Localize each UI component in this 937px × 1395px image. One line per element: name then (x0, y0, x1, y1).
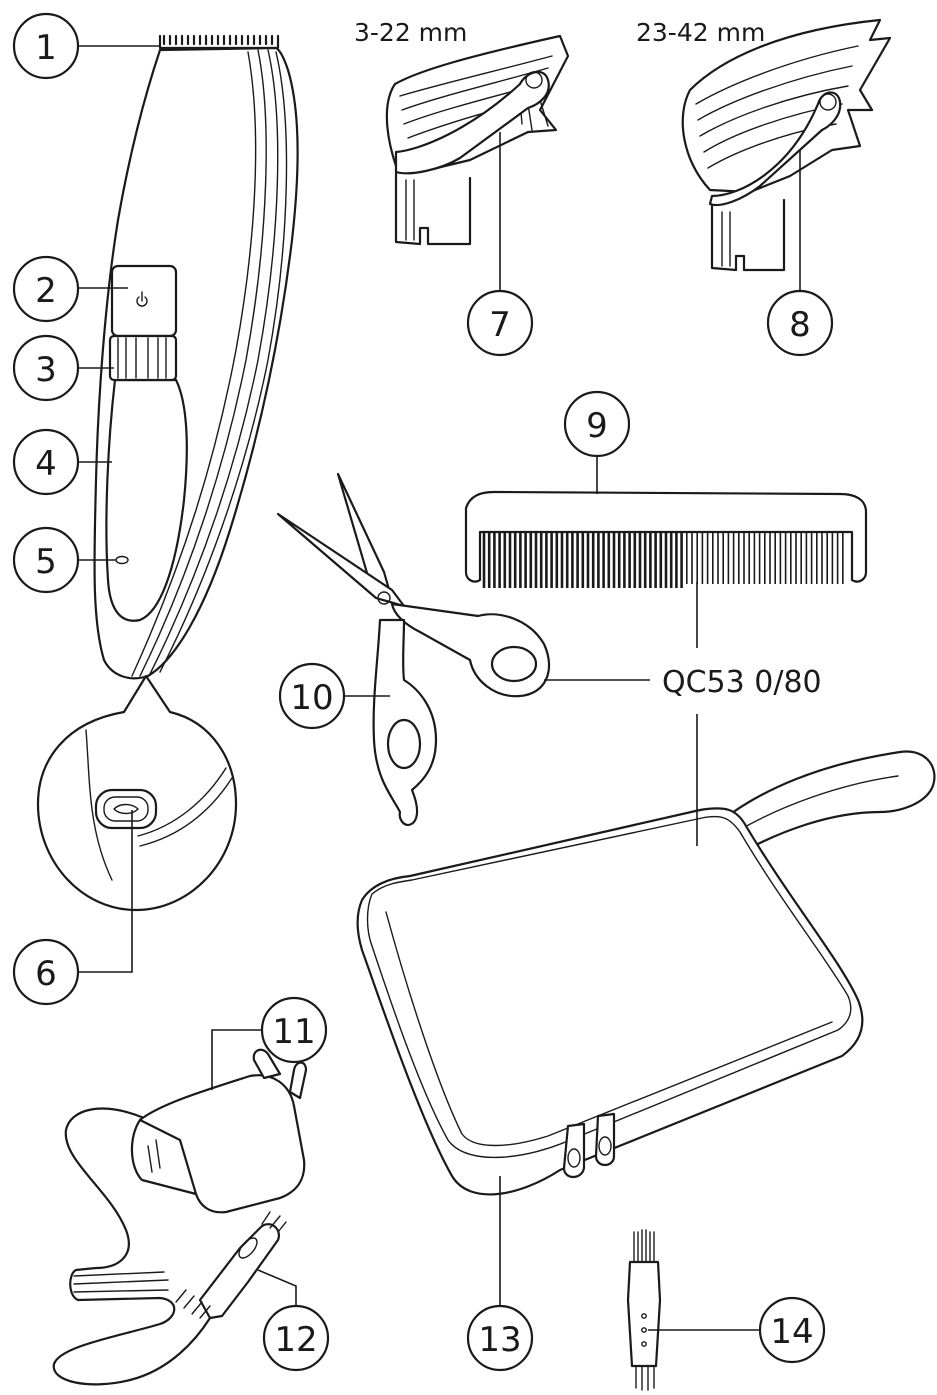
callout-3: 3 (12, 334, 80, 402)
svg-text:10: 10 (290, 678, 333, 718)
callout-2: 2 (12, 255, 80, 323)
svg-text:3: 3 (35, 350, 57, 390)
callout-7: 7 (466, 289, 534, 357)
cleaning-brush (626, 1229, 662, 1391)
clipper-blade (158, 34, 280, 50)
callout-14: 14 (758, 1296, 826, 1364)
callout-1: 1 (12, 12, 80, 80)
large-comb-range-label: 23-42 mm (636, 18, 765, 47)
callout-13: 13 (466, 1304, 534, 1372)
clipper-front-panel (105, 378, 188, 622)
hair-length-comb-small (385, 34, 570, 246)
callout-8: 8 (766, 289, 834, 357)
hair-length-comb-large (681, 18, 892, 272)
callout-11: 11 (260, 996, 328, 1064)
pouch-body (356, 807, 864, 1196)
callout-5: 5 (12, 526, 80, 594)
socket-detail-magnifier (36, 674, 238, 912)
svg-text:12: 12 (274, 1320, 317, 1360)
svg-text:7: 7 (489, 305, 511, 345)
svg-text:4: 4 (35, 444, 57, 484)
callout-6: 6 (12, 938, 80, 1006)
svg-text:11: 11 (272, 1012, 315, 1052)
appliance-socket (94, 788, 158, 830)
callout-12: 12 (262, 1304, 330, 1372)
model-number-label: QC53 0/80 (662, 665, 822, 700)
small-comb-range-label: 3-22 mm (354, 18, 467, 47)
on-off-button[interactable] (110, 264, 178, 338)
svg-text:5: 5 (35, 542, 57, 582)
power-icon (136, 291, 148, 307)
hair-clipper (93, 34, 299, 680)
svg-text:2: 2 (35, 271, 57, 311)
scissors (276, 472, 550, 827)
svg-text:14: 14 (770, 1312, 813, 1352)
svg-text:8: 8 (789, 305, 811, 345)
power-adapter (52, 1048, 308, 1386)
svg-text:1: 1 (35, 28, 57, 68)
storage-pouch (356, 750, 936, 1196)
leader-lines (76, 45, 801, 1331)
callout-4: 4 (12, 428, 80, 496)
styling-comb (464, 490, 868, 588)
svg-text:9: 9 (586, 406, 608, 446)
callout-9: 9 (563, 390, 631, 458)
clipper-body (93, 46, 299, 680)
svg-text:13: 13 (478, 1320, 521, 1360)
svg-text:6: 6 (35, 954, 57, 994)
callout-10: 10 (278, 662, 346, 730)
comb-teeth (482, 532, 844, 588)
pouch-zipper-pulls[interactable] (562, 1112, 616, 1179)
